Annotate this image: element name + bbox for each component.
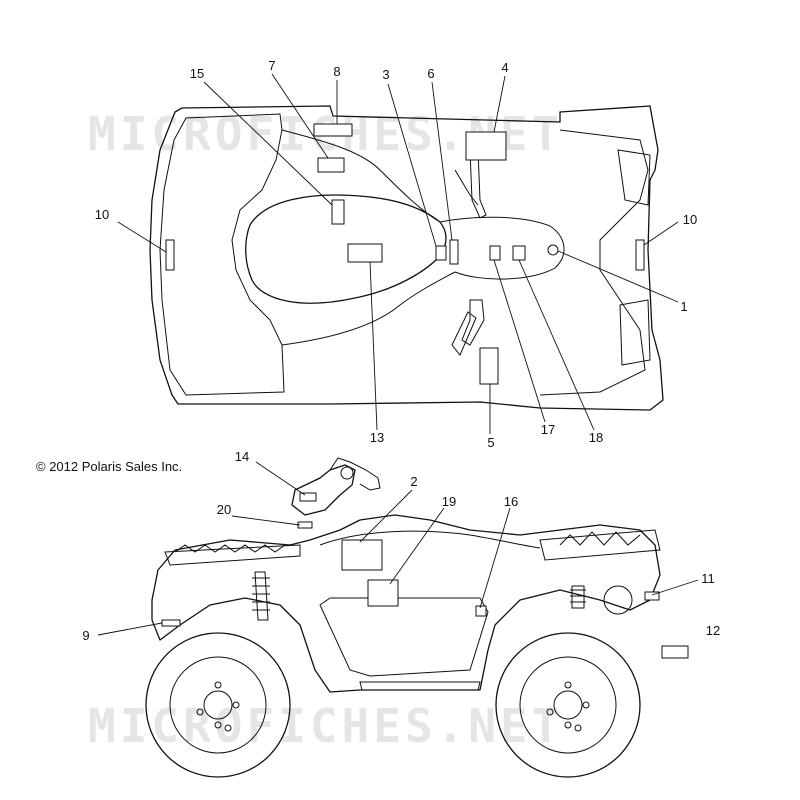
callout-8: 8: [333, 64, 340, 79]
decal-2: [341, 539, 383, 571]
callout-3: 3: [382, 67, 389, 82]
atv-side-view: [145, 457, 689, 778]
callout-13: 13: [370, 430, 384, 445]
atv-top-view: [149, 105, 664, 411]
callout-1: 1: [680, 299, 687, 314]
decal-5: [479, 347, 499, 385]
callout-2: 2: [410, 474, 417, 489]
decal-17: [489, 245, 501, 261]
callout-5: 5: [487, 435, 494, 450]
callout-20: 20: [217, 502, 231, 517]
decal-3: [435, 245, 447, 261]
decal-9: [161, 619, 181, 627]
callout-11: 11: [701, 571, 715, 586]
copyright-text: © 2012 Polaris Sales Inc.: [36, 459, 182, 474]
decal-6: [449, 239, 459, 265]
decal-12: [661, 645, 689, 659]
callout-18: 18: [589, 430, 603, 445]
decal-1: [547, 244, 559, 256]
decal-16: [475, 605, 487, 617]
decal-19: [367, 579, 399, 607]
callout-15: 15: [190, 66, 204, 81]
decal-20: [297, 521, 313, 529]
callout-12: 12: [706, 623, 720, 638]
decal-8: [313, 123, 353, 137]
callout-6: 6: [427, 66, 434, 81]
side-view-leaders: [97, 461, 699, 636]
decal-15: [331, 199, 345, 225]
watermark-bottom: MICROFICHES.NET: [88, 699, 563, 753]
callout-17: 17: [541, 422, 555, 437]
callout-19: 19: [442, 494, 456, 509]
callout-4: 4: [501, 60, 508, 75]
decal-14: [299, 492, 317, 502]
decal-18: [512, 245, 526, 261]
callout-14: 14: [235, 449, 249, 464]
decal-13: [347, 243, 383, 263]
callout-16: 16: [504, 494, 518, 509]
decal-10-rear: [165, 239, 175, 271]
callout-10-right: 10: [683, 212, 697, 227]
decal-4: [465, 131, 507, 161]
callout-10-left: 10: [95, 207, 109, 222]
callout-9: 9: [82, 628, 89, 643]
top-view-leaders: [117, 73, 679, 434]
decal-10-front: [635, 239, 645, 271]
callout-7: 7: [268, 58, 275, 73]
decal-7: [317, 157, 345, 173]
decal-11: [644, 591, 660, 601]
